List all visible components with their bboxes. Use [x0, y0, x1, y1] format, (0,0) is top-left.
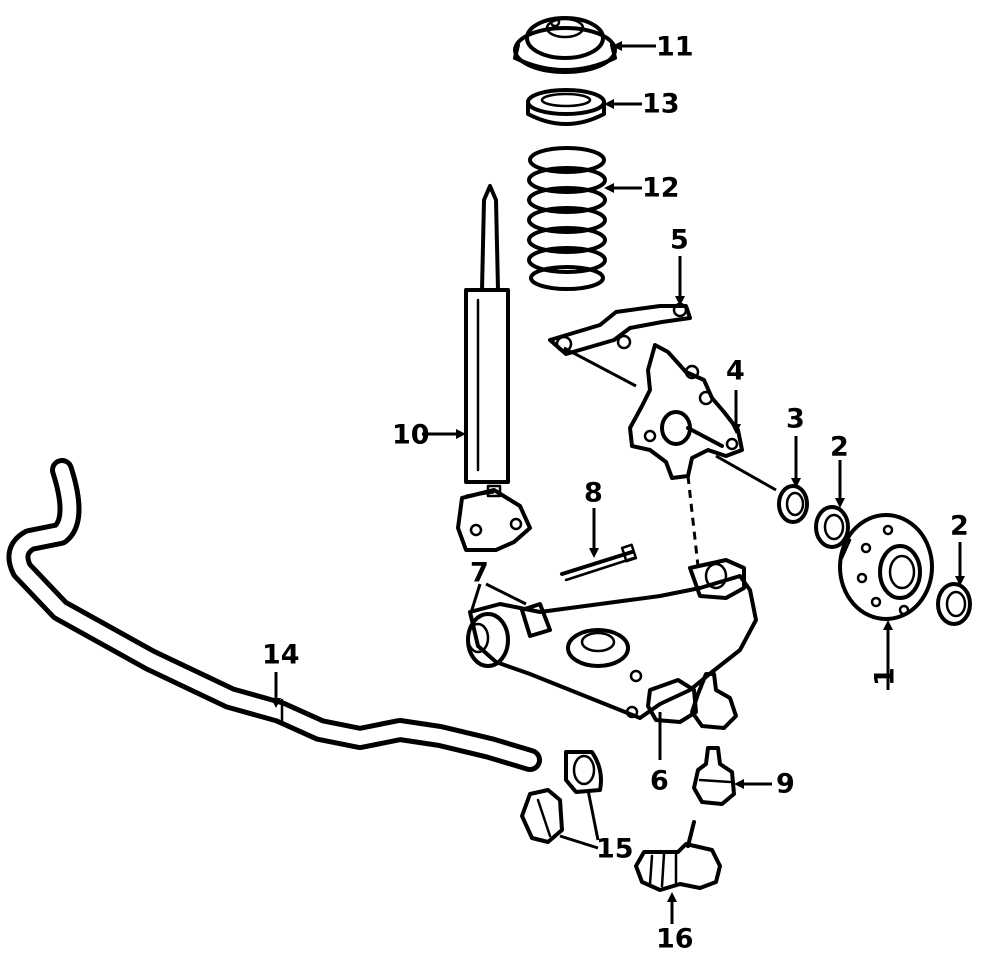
part-6-ball-joint: [690, 672, 738, 730]
callout-14: 14: [262, 640, 300, 671]
part-2-inner-bearing: [814, 505, 850, 549]
part-2-outer-bearing: [936, 582, 972, 626]
part-5-link: [548, 302, 692, 356]
part-15-stabilizer-bushing: [520, 750, 603, 844]
part-11-strut-mount: [513, 16, 617, 74]
callout-9: 9: [776, 769, 795, 800]
part-7-control-arm: [466, 558, 758, 724]
callout-5: 5: [670, 225, 689, 256]
leader-lines: [271, 41, 965, 924]
callout-12: 12: [642, 173, 680, 204]
callout-13: 13: [642, 89, 680, 120]
part-16-link-bushing: [634, 820, 722, 892]
callout-8: 8: [584, 478, 603, 509]
callout-labels: 11 13 12 5 4 3 2 2 1 10 8 7 6 9 14 15 16: [262, 32, 969, 955]
callout-10: 10: [392, 420, 430, 451]
part-14-stabilizer-bar: [6, 458, 542, 772]
callout-2a: 2: [830, 432, 849, 463]
callout-4: 4: [726, 356, 745, 387]
callout-7: 7: [470, 558, 489, 589]
part-13-spring-seat: [526, 88, 606, 126]
callout-11: 11: [656, 32, 694, 63]
part-8-bolt: [560, 543, 638, 582]
callout-3: 3: [786, 404, 805, 435]
callout-15: 15: [596, 834, 634, 865]
callout-1: 1: [870, 667, 901, 686]
part-4-steering-knuckle: [628, 343, 744, 480]
part-12-coil-spring: [527, 146, 607, 291]
part-10-shock-absorber: [456, 184, 532, 552]
callout-6: 6: [650, 766, 669, 797]
callout-16: 16: [656, 924, 694, 955]
part-1-hub: [838, 513, 934, 621]
part-9-ball-joint: [692, 746, 736, 806]
callout-2b: 2: [950, 511, 969, 542]
part-3-seal: [777, 484, 809, 524]
